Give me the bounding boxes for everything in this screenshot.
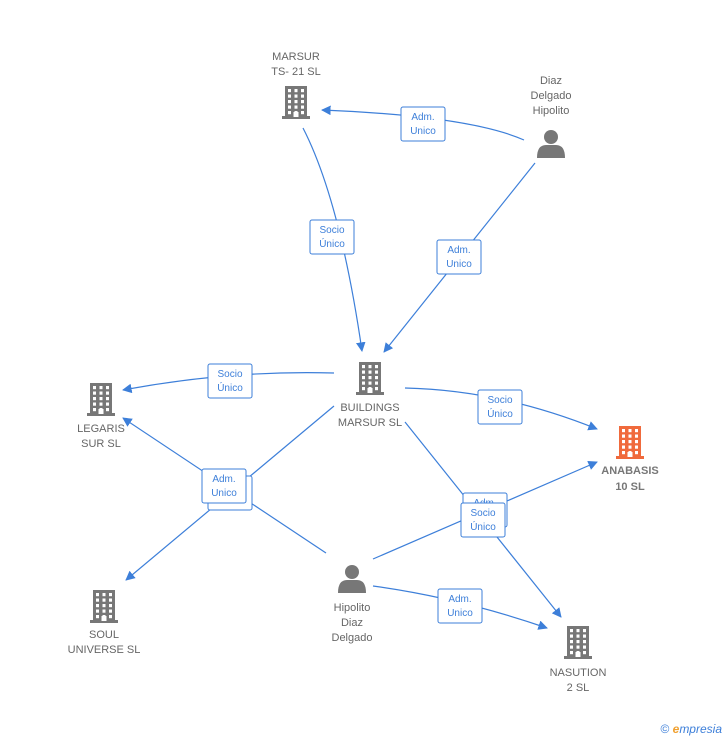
- edge-label-line: Socio: [487, 395, 512, 406]
- edge-label-diaz-to-buildings[interactable]: Adm. Unico: [436, 239, 482, 275]
- brand-name: mpresia: [679, 722, 722, 736]
- node-label-line: Diaz: [341, 617, 363, 629]
- building-icon: [616, 426, 644, 459]
- node-legaris[interactable]: LEGARIS SUR SL: [77, 383, 125, 450]
- edge-diaz-to-marsur: [321, 105, 525, 141]
- node-soul[interactable]: SOUL UNIVERSE SL: [68, 590, 141, 656]
- edge-label-line: Socio: [470, 508, 495, 519]
- building-icon: [356, 362, 384, 395]
- edge-label-line: Adm.: [447, 245, 470, 256]
- edge-label-hipolito-to-nasution[interactable]: Adm. Unico: [437, 588, 483, 624]
- edge-label-line: Adm.: [448, 594, 471, 605]
- brand-initial: e: [672, 722, 680, 736]
- node-anabasis[interactable]: ANABASIS 10 SL: [601, 426, 659, 493]
- node-marsur[interactable]: MARSUR TS- 21 SL: [271, 51, 321, 119]
- edge-label-line: Único: [487, 407, 513, 420]
- node-label-line: BUILDINGS: [340, 402, 399, 414]
- edge-label-line: Unico: [211, 488, 237, 499]
- edge-label-line: Único: [470, 520, 496, 533]
- footer-brand[interactable]: © empresia: [660, 722, 722, 736]
- node-label-line: NASUTION: [550, 667, 607, 679]
- node-label-line: Hipolito: [533, 105, 570, 117]
- building-icon: [87, 383, 115, 416]
- node-label-line: Diaz: [540, 75, 562, 87]
- edge-label-line: Unico: [447, 608, 473, 619]
- edge-label-hipolito-to-legaris[interactable]: Adm. Unico: [201, 468, 247, 504]
- edge-label-line: Socio: [217, 369, 242, 380]
- person-icon: [338, 565, 366, 593]
- node-label-line: 2 SL: [567, 682, 590, 694]
- building-icon: [564, 626, 592, 659]
- person-icon: [537, 130, 565, 158]
- node-label-line: TS- 21 SL: [271, 66, 321, 78]
- edge-label-line: Unico: [410, 126, 436, 137]
- node-label-line: Delgado: [332, 632, 373, 644]
- node-label-line: UNIVERSE SL: [68, 644, 141, 656]
- edge-label-line: Socio: [319, 225, 344, 236]
- empresia-logo: empresia: [673, 722, 722, 736]
- node-label-line: MARSUR SL: [338, 417, 402, 429]
- node-label-line: MARSUR: [272, 51, 320, 63]
- node-nasution[interactable]: NASUTION 2 SL: [550, 626, 607, 694]
- node-label-line: Delgado: [531, 90, 572, 102]
- edge-label-line: Único: [319, 237, 345, 250]
- node-label-line: SUR SL: [81, 438, 121, 450]
- copyright-symbol: ©: [660, 722, 670, 736]
- building-icon: [282, 86, 310, 119]
- edge-labels-layer: Adm.UnicoSocioÚnicoAdm.UnicoSocioÚnicoSo…: [201, 106, 523, 624]
- edge-label-line: Adm.: [411, 112, 434, 123]
- node-buildings[interactable]: BUILDINGS MARSUR SL: [338, 362, 402, 429]
- node-label-line: Hipolito: [334, 602, 371, 614]
- node-label-line: LEGARIS: [77, 423, 125, 435]
- edge-label-diaz-to-marsur[interactable]: Adm. Unico: [400, 106, 446, 142]
- node-label-line: ANABASIS: [601, 465, 658, 477]
- edge-label-line: Unico: [446, 259, 472, 270]
- building-icon: [90, 590, 118, 623]
- edge-label-line: Adm.: [212, 474, 235, 485]
- node-label-line: 10 SL: [615, 481, 645, 493]
- node-label-line: SOUL: [89, 629, 119, 641]
- edge-label-line: Único: [217, 381, 243, 394]
